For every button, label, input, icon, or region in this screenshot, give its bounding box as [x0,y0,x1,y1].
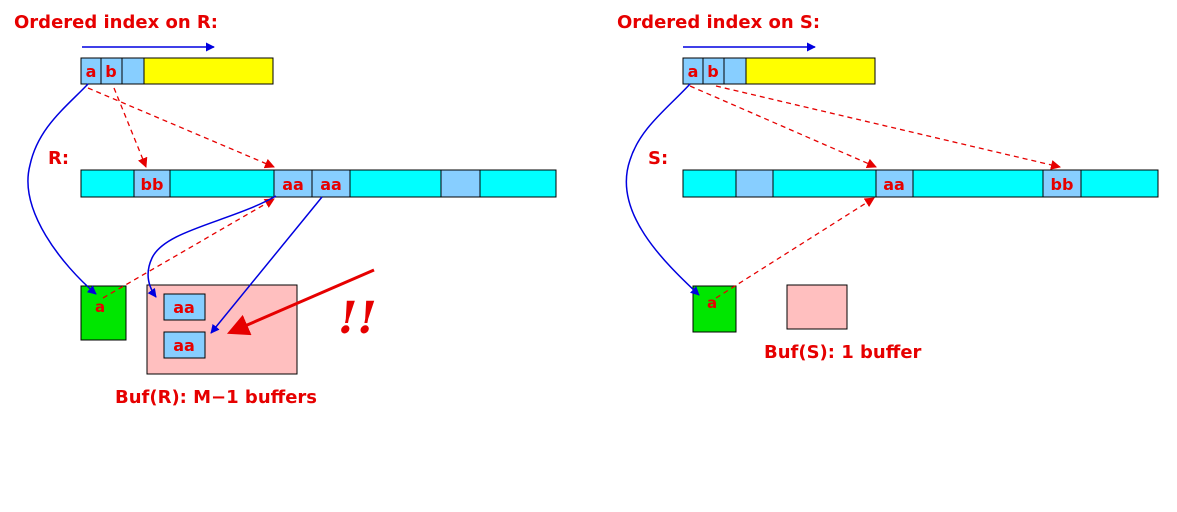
left-relation-cell-aa-2 [311,169,351,198]
left-index-key-b: b [105,62,116,81]
left-buffer-record-1 [163,293,206,321]
right-title: Ordered index on S: [617,12,820,33]
right-panel: Ordered index on S: a b S: aa bb a Buf(S… [617,12,1159,363]
right-relation-text-aa: aa [883,175,905,194]
left-buffer-caption: Buf(R): M−1 buffers [115,387,317,408]
right-pointer-b-to-bb [715,85,1061,170]
right-buffer [786,284,848,330]
right-relation-label: S: [648,148,668,169]
left-fetch-arrow [27,83,97,295]
left-relation-cell-aa-1 [273,169,313,198]
left-relation-cell-empty [440,169,481,198]
right-index-bar: a b [682,57,876,85]
left-load-arrow-1 [147,195,277,298]
left-buffer-record-text-2: aa [173,336,195,355]
right-pointer-a-to-aa [689,85,877,168]
left-relation-cell-bb [133,169,171,198]
left-title: Ordered index on R: [14,12,218,33]
right-relation-cell-empty [735,169,774,198]
left-relation-label: R: [48,148,69,169]
right-relation-text-bb: bb [1051,175,1074,194]
left-pointer-a-to-aa [87,87,275,169]
right-relation-cell-bb [1042,169,1082,198]
right-relation-bar: aa bb [682,169,1159,198]
right-relation-cell-aa [875,169,914,198]
left-relation-text-aa-1: aa [282,175,304,194]
left-input-record: a [95,298,105,316]
right-index-key-b: b [707,62,718,81]
left-index-cell-3 [121,57,145,85]
left-index-key-a: a [86,62,97,81]
right-index-cell-3 [723,57,747,85]
left-warning-text: !! [338,293,377,344]
left-relation-bar: bb aa aa [80,169,557,198]
right-fetch-arrow [625,83,700,296]
left-probe-arrow [102,198,275,299]
right-input-block [692,285,737,333]
left-index-bar: a b [80,57,274,85]
left-buffer-record-2 [163,331,206,359]
left-overflow-arrow [226,268,375,336]
right-buffer-caption: Buf(S): 1 buffer [764,342,922,363]
left-load-arrow-2 [210,196,323,334]
right-input-record: a [707,294,717,312]
left-index-rest [143,57,274,85]
left-relation-text-aa-2: aa [320,175,342,194]
left-panel: Ordered index on R: a b R: bb aa aa a [14,12,557,408]
left-input-block [80,285,127,341]
right-index-key-a: a [688,62,699,81]
left-relation-text-bb: bb [141,175,164,194]
right-probe-arrow [715,197,875,299]
right-index-rest [745,57,876,85]
left-buffer-record-text-1: aa [173,298,195,317]
left-pointer-b-to-bb [113,87,148,168]
